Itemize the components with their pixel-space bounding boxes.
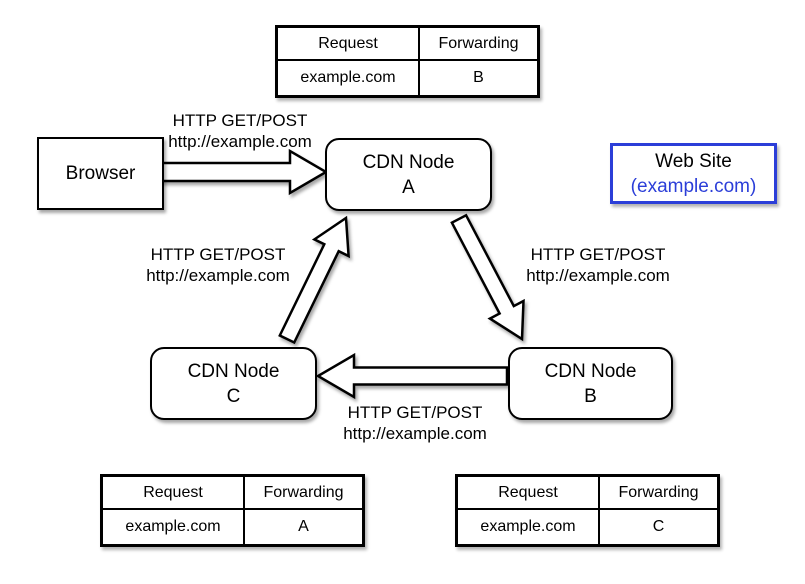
node-cdn-c: CDN Node C bbox=[150, 347, 317, 420]
edge-label-line1: HTTP GET/POST bbox=[530, 245, 666, 264]
cell-forwarding: C bbox=[598, 508, 720, 547]
header-request: Request bbox=[100, 474, 245, 510]
forwarding-table-node-a: Request Forwarding example.com B bbox=[275, 25, 540, 98]
forwarding-table-node-c: Request Forwarding example.com A bbox=[100, 474, 365, 547]
header-forwarding: Forwarding bbox=[418, 25, 540, 61]
table-row: example.com B bbox=[275, 59, 540, 98]
node-browser: Browser bbox=[37, 137, 164, 210]
arrow-a-to-b bbox=[450, 213, 525, 342]
node-cdn-b-letter: B bbox=[584, 385, 597, 407]
node-browser-label: Browser bbox=[65, 163, 136, 184]
edge-label-line1: HTTP GET/POST bbox=[347, 403, 483, 422]
cell-forwarding: A bbox=[243, 508, 365, 547]
edge-label-c-to-a: HTTP GET/POST http://example.com bbox=[130, 244, 306, 286]
table-header-row: Request Forwarding bbox=[100, 474, 365, 510]
arrow-b-to-c bbox=[315, 352, 509, 400]
edge-label-b-to-c: HTTP GET/POST http://example.com bbox=[327, 402, 503, 444]
cell-request: example.com bbox=[455, 508, 600, 547]
table-row: example.com A bbox=[100, 508, 365, 547]
node-cdn-c-letter: C bbox=[226, 385, 241, 407]
edge-label-line1: HTTP GET/POST bbox=[172, 111, 308, 130]
cell-forwarding: B bbox=[418, 59, 540, 98]
header-request: Request bbox=[275, 25, 420, 61]
website-box: Web Site (example.com) bbox=[610, 143, 777, 204]
node-cdn-b: CDN Node B bbox=[508, 347, 673, 420]
forwarding-table-node-b: Request Forwarding example.com C bbox=[455, 474, 720, 547]
node-cdn-a-letter: A bbox=[402, 176, 415, 198]
cell-request: example.com bbox=[100, 508, 245, 547]
edge-label-line2: http://example.com bbox=[526, 266, 670, 285]
edge-label-line2: http://example.com bbox=[146, 266, 290, 285]
node-cdn-a-label: CDN Node bbox=[362, 151, 455, 173]
edge-label-line2: http://example.com bbox=[168, 132, 312, 151]
edge-label-line1: HTTP GET/POST bbox=[150, 245, 286, 264]
header-forwarding: Forwarding bbox=[598, 474, 720, 510]
header-request: Request bbox=[455, 474, 600, 510]
table-header-row: Request Forwarding bbox=[455, 474, 720, 510]
website-title: Web Site bbox=[655, 150, 732, 172]
table-header-row: Request Forwarding bbox=[275, 25, 540, 61]
edge-label-line2: http://example.com bbox=[343, 424, 487, 443]
arrow-c-to-a bbox=[278, 215, 350, 345]
edge-label-a-to-b: HTTP GET/POST http://example.com bbox=[510, 244, 686, 286]
cell-request: example.com bbox=[275, 59, 420, 98]
website-domain: (example.com) bbox=[630, 175, 757, 197]
edge-label-browser-to-a: HTTP GET/POST http://example.com bbox=[153, 110, 327, 152]
node-cdn-b-label: CDN Node bbox=[544, 360, 637, 382]
node-cdn-a: CDN Node A bbox=[325, 138, 492, 211]
node-cdn-c-label: CDN Node bbox=[187, 360, 280, 382]
table-row: example.com C bbox=[455, 508, 720, 547]
arrow-browser-to-a bbox=[159, 148, 329, 196]
header-forwarding: Forwarding bbox=[243, 474, 365, 510]
